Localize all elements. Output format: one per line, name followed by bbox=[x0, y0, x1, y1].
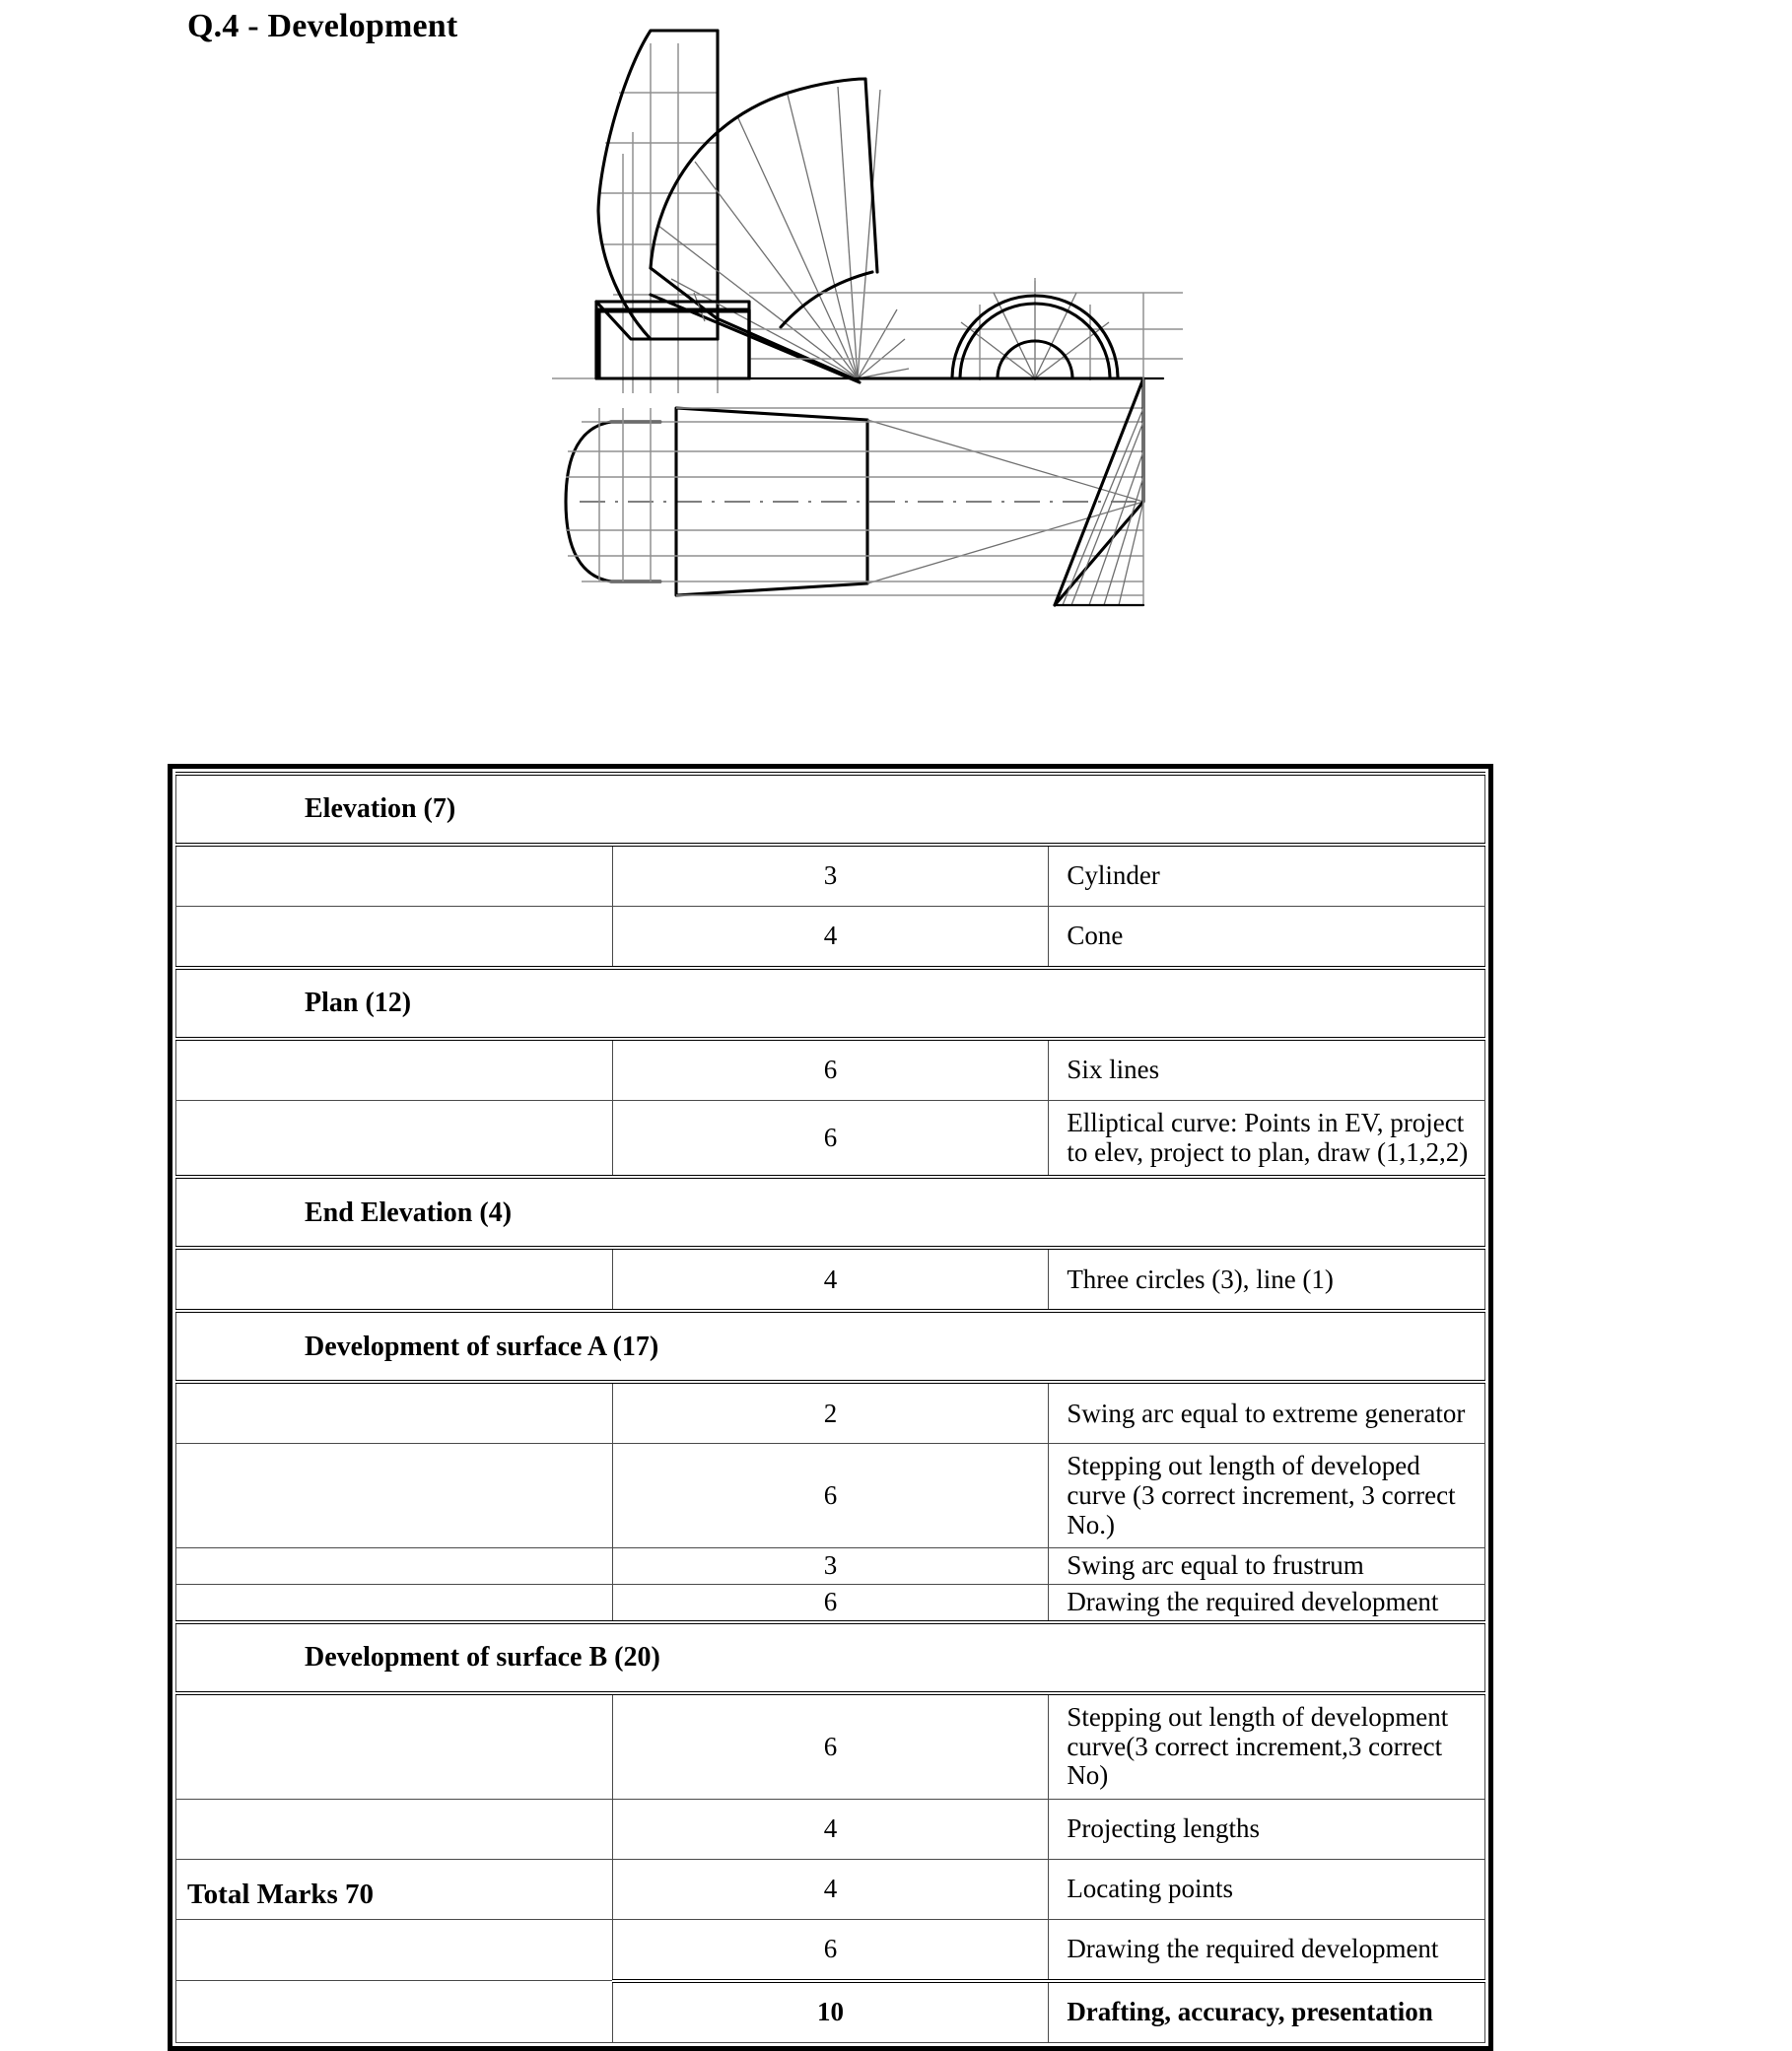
section-header-label: Development of surface B (20) bbox=[175, 1619, 1485, 1695]
row-lead-spacer bbox=[175, 1547, 613, 1586]
row-lead-spacer bbox=[175, 1858, 613, 1920]
criterion-description: Swing arc equal to extreme generator bbox=[1048, 1381, 1485, 1445]
row-lead-spacer bbox=[175, 1692, 613, 1800]
marks-value: 3 bbox=[612, 1547, 1050, 1586]
row-lead-spacer bbox=[175, 1381, 613, 1445]
section-header-row: Development of surface B (20) bbox=[175, 1619, 1485, 1695]
marks-value: 6 bbox=[612, 1443, 1050, 1549]
criterion-description: Three circles (3), line (1) bbox=[1048, 1247, 1485, 1312]
marks-value: 6 bbox=[612, 1584, 1050, 1623]
row-lead-spacer bbox=[175, 1798, 613, 1860]
criterion-description: Cylinder bbox=[1048, 844, 1485, 907]
section-header-row: End Elevation (4) bbox=[175, 1175, 1485, 1251]
section-header-row: Elevation (7) bbox=[175, 772, 1485, 847]
marks-value: 4 bbox=[612, 1247, 1050, 1312]
marks-value: 4 bbox=[612, 1798, 1050, 1860]
criterion-description: Drawing the required development bbox=[1048, 1584, 1485, 1623]
marks-value: 4 bbox=[612, 906, 1050, 969]
criterion-description: Drafting, accuracy, presentation bbox=[1048, 1978, 1485, 2043]
marks-value: 6 bbox=[612, 1100, 1050, 1178]
development-surface-b bbox=[858, 293, 1145, 607]
total-marks-label: Total Marks 70 bbox=[187, 1879, 375, 1910]
marks-value: 2 bbox=[612, 1381, 1050, 1445]
marks-value: 10 bbox=[612, 1978, 1050, 2043]
criterion-description: Swing arc equal to frustrum bbox=[1048, 1547, 1485, 1586]
row-lead-spacer bbox=[175, 1584, 613, 1623]
section-header-label: End Elevation (4) bbox=[175, 1175, 1485, 1251]
criterion-description: Six lines bbox=[1048, 1038, 1485, 1101]
row-lead-spacer bbox=[175, 1980, 613, 2043]
row-lead-spacer bbox=[175, 1443, 613, 1549]
row-lead-spacer bbox=[175, 1918, 613, 1982]
criterion-description: Cone bbox=[1048, 906, 1485, 969]
section-header-label: Development of surface A (17) bbox=[175, 1309, 1485, 1385]
section-header-row: Development of surface A (17) bbox=[175, 1309, 1485, 1385]
section-header-label: Plan (12) bbox=[175, 966, 1485, 1041]
criterion-description: Locating points bbox=[1048, 1858, 1485, 1920]
technical-drawing: .ol { fill:none; stroke:#000000; stroke-… bbox=[552, 14, 1360, 763]
criterion-description: Drawing the required development bbox=[1048, 1918, 1485, 1982]
row-lead-spacer bbox=[175, 1038, 613, 1101]
development-fan-sector bbox=[649, 77, 910, 384]
criterion-description: Stepping out length of development curve… bbox=[1048, 1692, 1485, 1800]
row-lead-spacer bbox=[175, 844, 613, 907]
criterion-description: Elliptical curve: Points in EV, project … bbox=[1048, 1100, 1485, 1178]
criterion-description: Projecting lengths bbox=[1048, 1798, 1485, 1860]
page-title: Q.4 - Development bbox=[187, 8, 458, 44]
row-lead-spacer bbox=[175, 1100, 613, 1178]
drawing-svg: .ol { fill:none; stroke:#000000; stroke-… bbox=[552, 29, 1183, 607]
elevation-frustum bbox=[597, 308, 751, 380]
section-header-row: Plan (12) bbox=[175, 966, 1485, 1041]
row-lead-spacer bbox=[175, 1247, 613, 1312]
section-header-label: Elevation (7) bbox=[175, 772, 1485, 847]
marks-value: 3 bbox=[612, 844, 1050, 907]
marks-value: 6 bbox=[612, 1692, 1050, 1800]
plan-view bbox=[564, 406, 1144, 597]
marks-value: 6 bbox=[612, 1918, 1050, 1982]
row-lead-spacer bbox=[175, 906, 613, 969]
marks-value: 4 bbox=[612, 1858, 1050, 1920]
criterion-description: Stepping out length of developed curve (… bbox=[1048, 1443, 1485, 1549]
marks-value: 6 bbox=[612, 1038, 1050, 1101]
